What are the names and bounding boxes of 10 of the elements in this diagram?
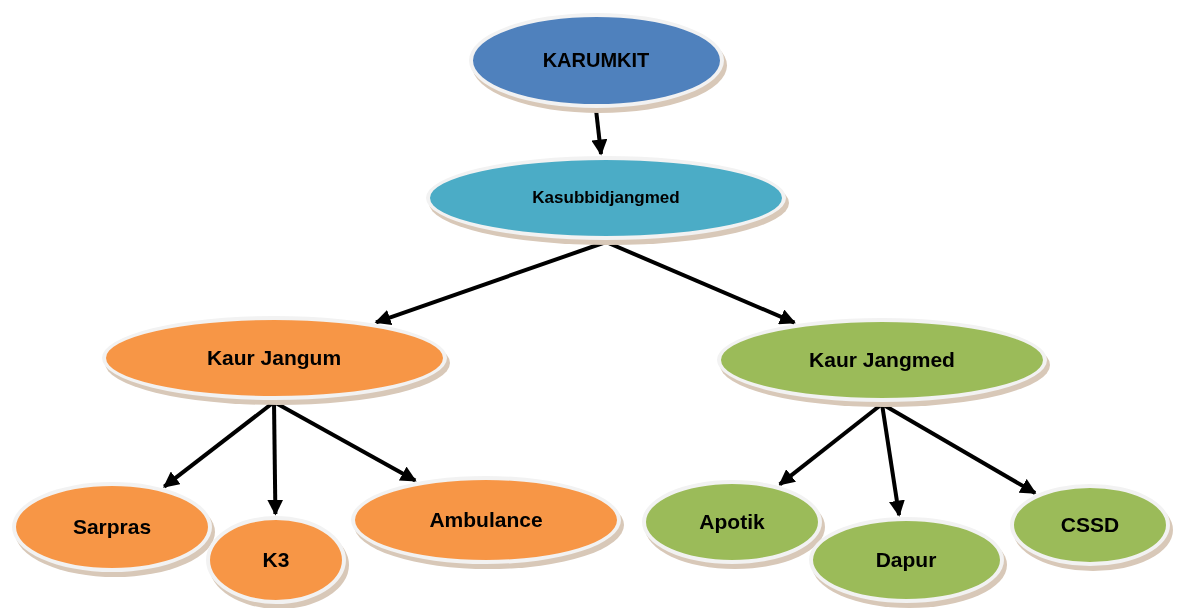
- node-label: Kasubbidjangmed: [532, 188, 680, 208]
- node-label: Kaur Jangmed: [809, 348, 955, 372]
- node-label: Apotik: [699, 510, 765, 534]
- node-label: KARUMKIT: [542, 48, 650, 72]
- node-label: Kaur Jangum: [206, 346, 342, 370]
- node-label: Sarpras: [72, 515, 152, 539]
- node-label: K3: [262, 548, 290, 572]
- node-label: Dapur: [875, 548, 937, 572]
- node-label: Ambulance: [429, 508, 543, 532]
- node-label: CSSD: [1060, 513, 1120, 537]
